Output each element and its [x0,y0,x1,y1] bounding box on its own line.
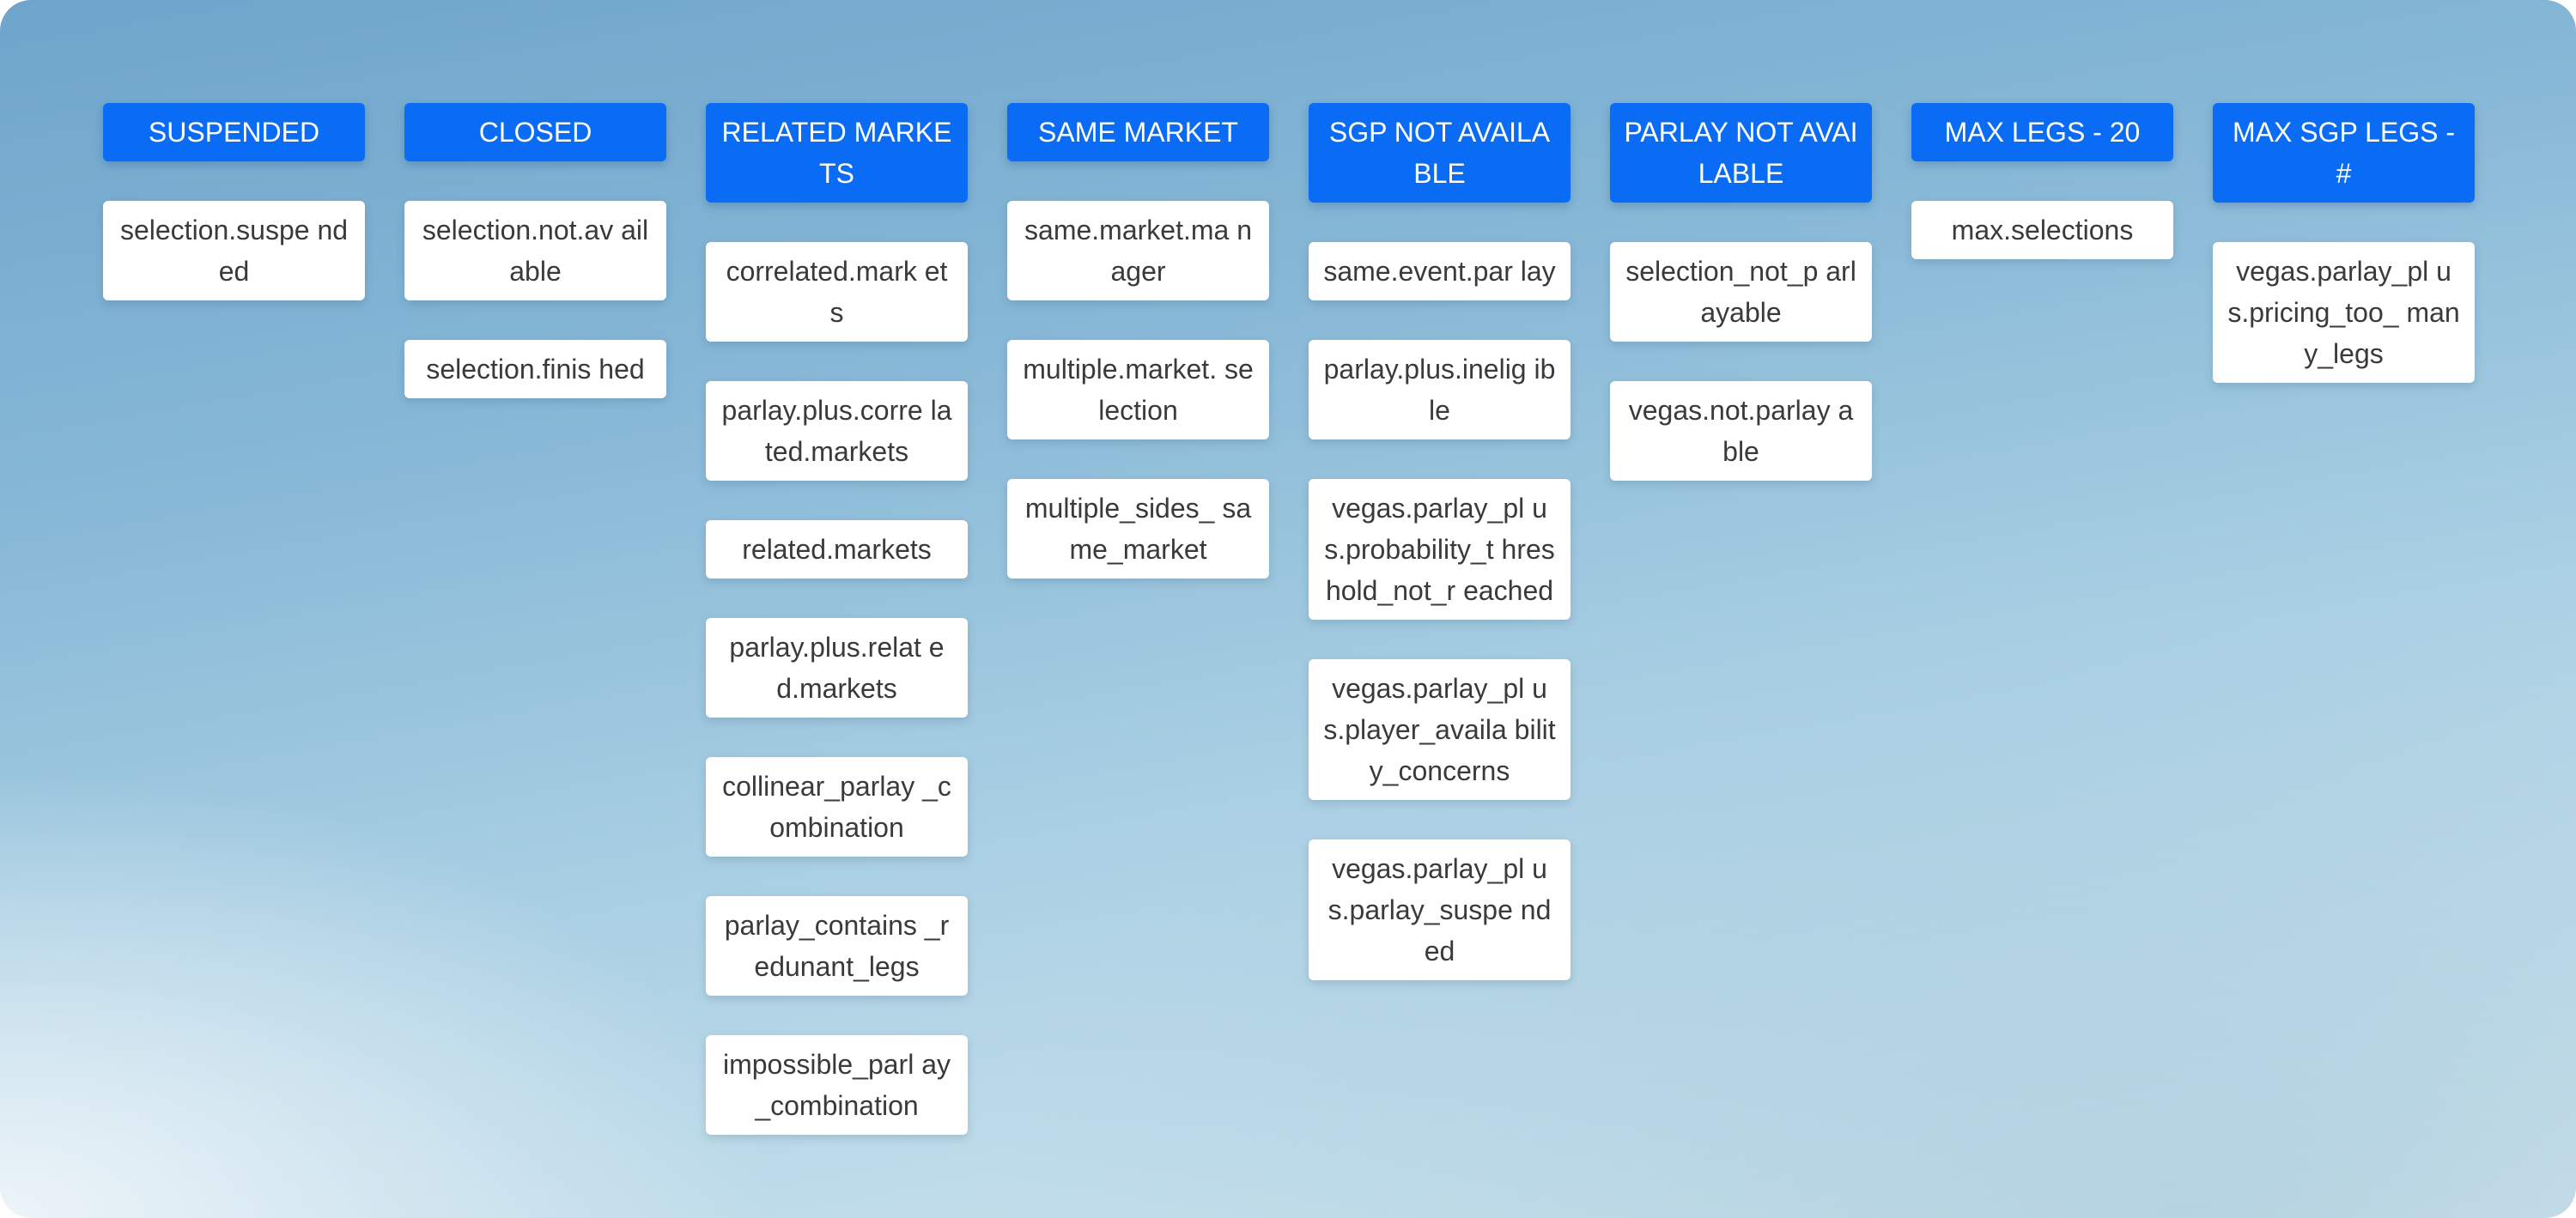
column-4: SGP NOT AVAILABLE same.event.par lay parla… [1309,103,1571,980]
status-card[interactable]: vegas.not.parlay able [1610,381,1872,481]
status-card[interactable]: selection.suspe nded [103,201,365,300]
status-card[interactable]: same.event.par lay [1309,242,1571,300]
status-card[interactable]: parlay.plus.relat ed.markets [706,618,968,718]
status-card[interactable]: selection.not.av ailable [404,201,666,300]
column-header: PARLAY NOT AVAILABLE [1610,103,1872,203]
status-card[interactable]: parlay_contains _redunant_legs [706,896,968,996]
status-card[interactable]: multiple_sides_ same_market [1007,479,1269,579]
status-card[interactable]: multiple.market. selection [1007,340,1269,439]
column-header: RELATED MARKETS [706,103,968,203]
card-list: same.event.par lay parlay.plus.inelig ibl… [1309,242,1571,980]
card-list: selection.not.av ailable selection.finis … [404,201,666,398]
column-5: PARLAY NOT AVAILABLE selection_not_p arla… [1610,103,1872,481]
card-list: selection.suspe nded [103,201,365,300]
card-list: max.selections [1911,201,2173,259]
column-header: SUSPENDED [103,103,365,161]
card-list: selection_not_p arlayable vegas.not.parla… [1610,242,1872,481]
status-card[interactable]: vegas.parlay_pl us.parlay_suspe nded [1309,839,1571,980]
status-card[interactable]: vegas.parlay_pl us.pricing_too_ many_leg… [2213,242,2475,383]
status-card[interactable]: selection_not_p arlayable [1610,242,1872,342]
column-6: MAX LEGS - 20 max.selections [1911,103,2173,259]
column-header: MAX LEGS - 20 [1911,103,2173,161]
column-header: CLOSED [404,103,666,161]
card-list: correlated.mark ets parlay.plus.corre lat… [706,242,968,1135]
status-card[interactable]: correlated.mark ets [706,242,968,342]
card-list: vegas.parlay_pl us.pricing_too_ many_leg… [2213,242,2475,383]
status-card[interactable]: same.market.ma nager [1007,201,1269,300]
column-header: SGP NOT AVAILABLE [1309,103,1571,203]
status-card[interactable]: parlay.plus.inelig ible [1309,340,1571,439]
column-3: SAME MARKET same.market.ma nager multiple.… [1007,103,1269,579]
status-card[interactable]: parlay.plus.corre lated.markets [706,381,968,481]
status-card[interactable]: selection.finis hed [404,340,666,398]
column-7: MAX SGP LEGS - # vegas.parlay_pl us.prici… [2213,103,2475,383]
column-2: RELATED MARKETS correlated.mark ets parlay… [706,103,968,1135]
column-header: MAX SGP LEGS - # [2213,103,2475,203]
status-card[interactable]: impossible_parl ay_combination [706,1035,968,1135]
status-card[interactable]: related.markets [706,520,968,579]
status-card[interactable]: vegas.parlay_pl us.probability_t hreshol… [1309,479,1571,620]
column-header: SAME MARKET [1007,103,1269,161]
status-card[interactable]: vegas.parlay_pl us.player_availa bility_… [1309,659,1571,800]
card-list: same.market.ma nager multiple.market. sel… [1007,201,1269,579]
status-card[interactable]: collinear_parlay _combination [706,757,968,857]
kanban-board: SUSPENDED selection.suspe nded CLOSED selec… [103,103,2475,1135]
column-0: SUSPENDED selection.suspe nded [103,103,365,300]
status-card[interactable]: max.selections [1911,201,2173,259]
